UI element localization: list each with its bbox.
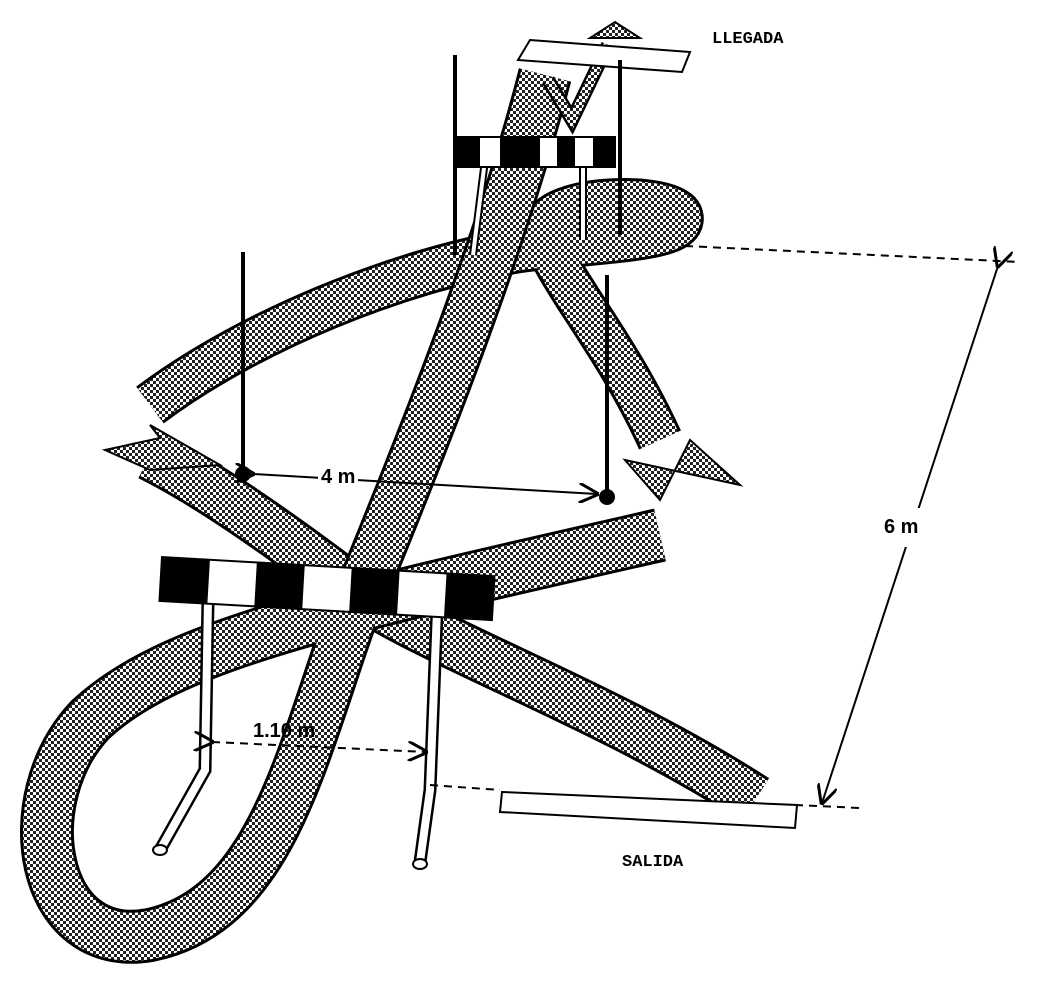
- path-bottom-loop: [20, 68, 666, 964]
- pole-base-left: [235, 466, 251, 482]
- upper-hurdle: [454, 136, 616, 256]
- pole-distance-label: 4 m: [318, 466, 359, 489]
- course-length-label: 6 m: [880, 508, 923, 547]
- hurdle-width-label: 1.10 m: [253, 720, 316, 742]
- pole-base-right: [599, 489, 615, 505]
- finish-line: [516, 38, 692, 74]
- finish-label: LLEGADA: [712, 30, 784, 49]
- start-label: SALIDA: [622, 853, 684, 872]
- path-finish-zigzag: [541, 20, 644, 135]
- path-upper-loop: [136, 178, 744, 502]
- start-line: [498, 790, 799, 830]
- lower-hurdle: [152, 555, 496, 870]
